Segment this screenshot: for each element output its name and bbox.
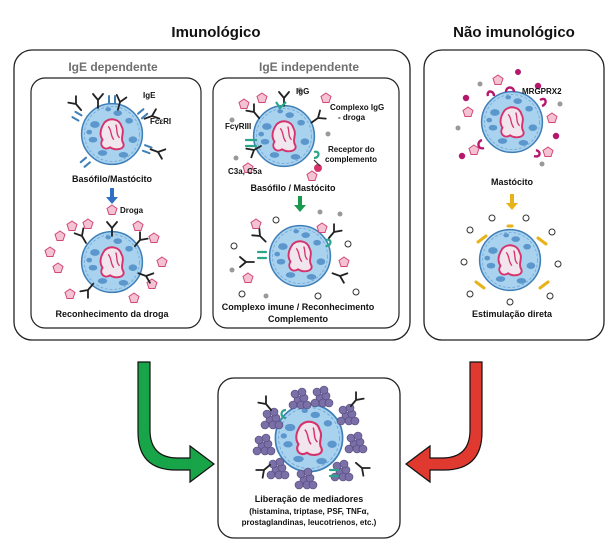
label-drug: Droga (120, 206, 144, 215)
label-igg: IgG (296, 87, 309, 96)
arrow-green-small-head-icon (294, 205, 306, 212)
label-direct-stimulation: Estimulação direta (472, 309, 553, 319)
non-immunologic-top-cell (455, 69, 563, 167)
drug-icon (106, 204, 118, 215)
label-mediator-release: Liberação de mediadores (255, 494, 364, 504)
immunologic-frame (13, 49, 411, 341)
arrow-blue-head-icon (106, 197, 118, 204)
non-immunologic-bottom-cell (460, 214, 562, 306)
ige-independent-top-cell (229, 87, 332, 181)
label-receptor-1: Receptor do (328, 145, 375, 154)
label-fcg: FcγRIII (225, 122, 251, 131)
ige-independent-bottom-cell (229, 209, 360, 300)
arrow-green-big-icon (137, 361, 215, 484)
label-complex-igg: Complexo IgG (330, 103, 384, 112)
label-complex-drug: - droga (338, 113, 366, 122)
non-immunologic-frame (423, 49, 605, 341)
title-non-immunologic: Não imunológico (453, 24, 575, 41)
label-mrgprx2: MRGPRX2 (522, 87, 562, 96)
ige-dependent-bottom-cell (44, 218, 168, 303)
degranulating-cell (252, 385, 371, 490)
label-mast-cell: Mastócito (491, 177, 534, 187)
label-c3a-c5a: C3a, C5a (228, 167, 262, 176)
label-receptor-2: complemento (325, 155, 377, 164)
arrow-yellow-head-icon (506, 203, 518, 210)
subtitle-ige-dependent: IgE dependente (68, 60, 158, 74)
label-complement: Complemento (268, 314, 329, 324)
mediators-frame (217, 377, 401, 539)
label-mediators-list-2: prostaglandinas, leucotrienos, etc.) (242, 518, 377, 527)
label-basophil-mast-2: Basófilo / Mastócito (250, 183, 336, 193)
ige-independent-panel (212, 77, 400, 329)
label-fcer: FcεRI (150, 117, 171, 126)
label-immune-complex: Complexo imune / Reconhecimento (222, 302, 375, 312)
ige-dependent-panel (30, 77, 202, 329)
title-immunologic: Imunológico (171, 24, 260, 41)
label-drug-recognition: Reconhecimento da droga (55, 309, 169, 319)
arrow-red-big-icon (405, 361, 483, 484)
subtitle-ige-independent: IgE independente (259, 60, 359, 74)
ige-dependent-top-cell (67, 93, 167, 168)
label-ige: IgE (143, 91, 156, 100)
label-basophil-mast-1: Basófilo/Mastócito (72, 174, 153, 184)
label-mediators-list-1: (histamina, triptase, PSF, TNFα, (249, 507, 369, 516)
